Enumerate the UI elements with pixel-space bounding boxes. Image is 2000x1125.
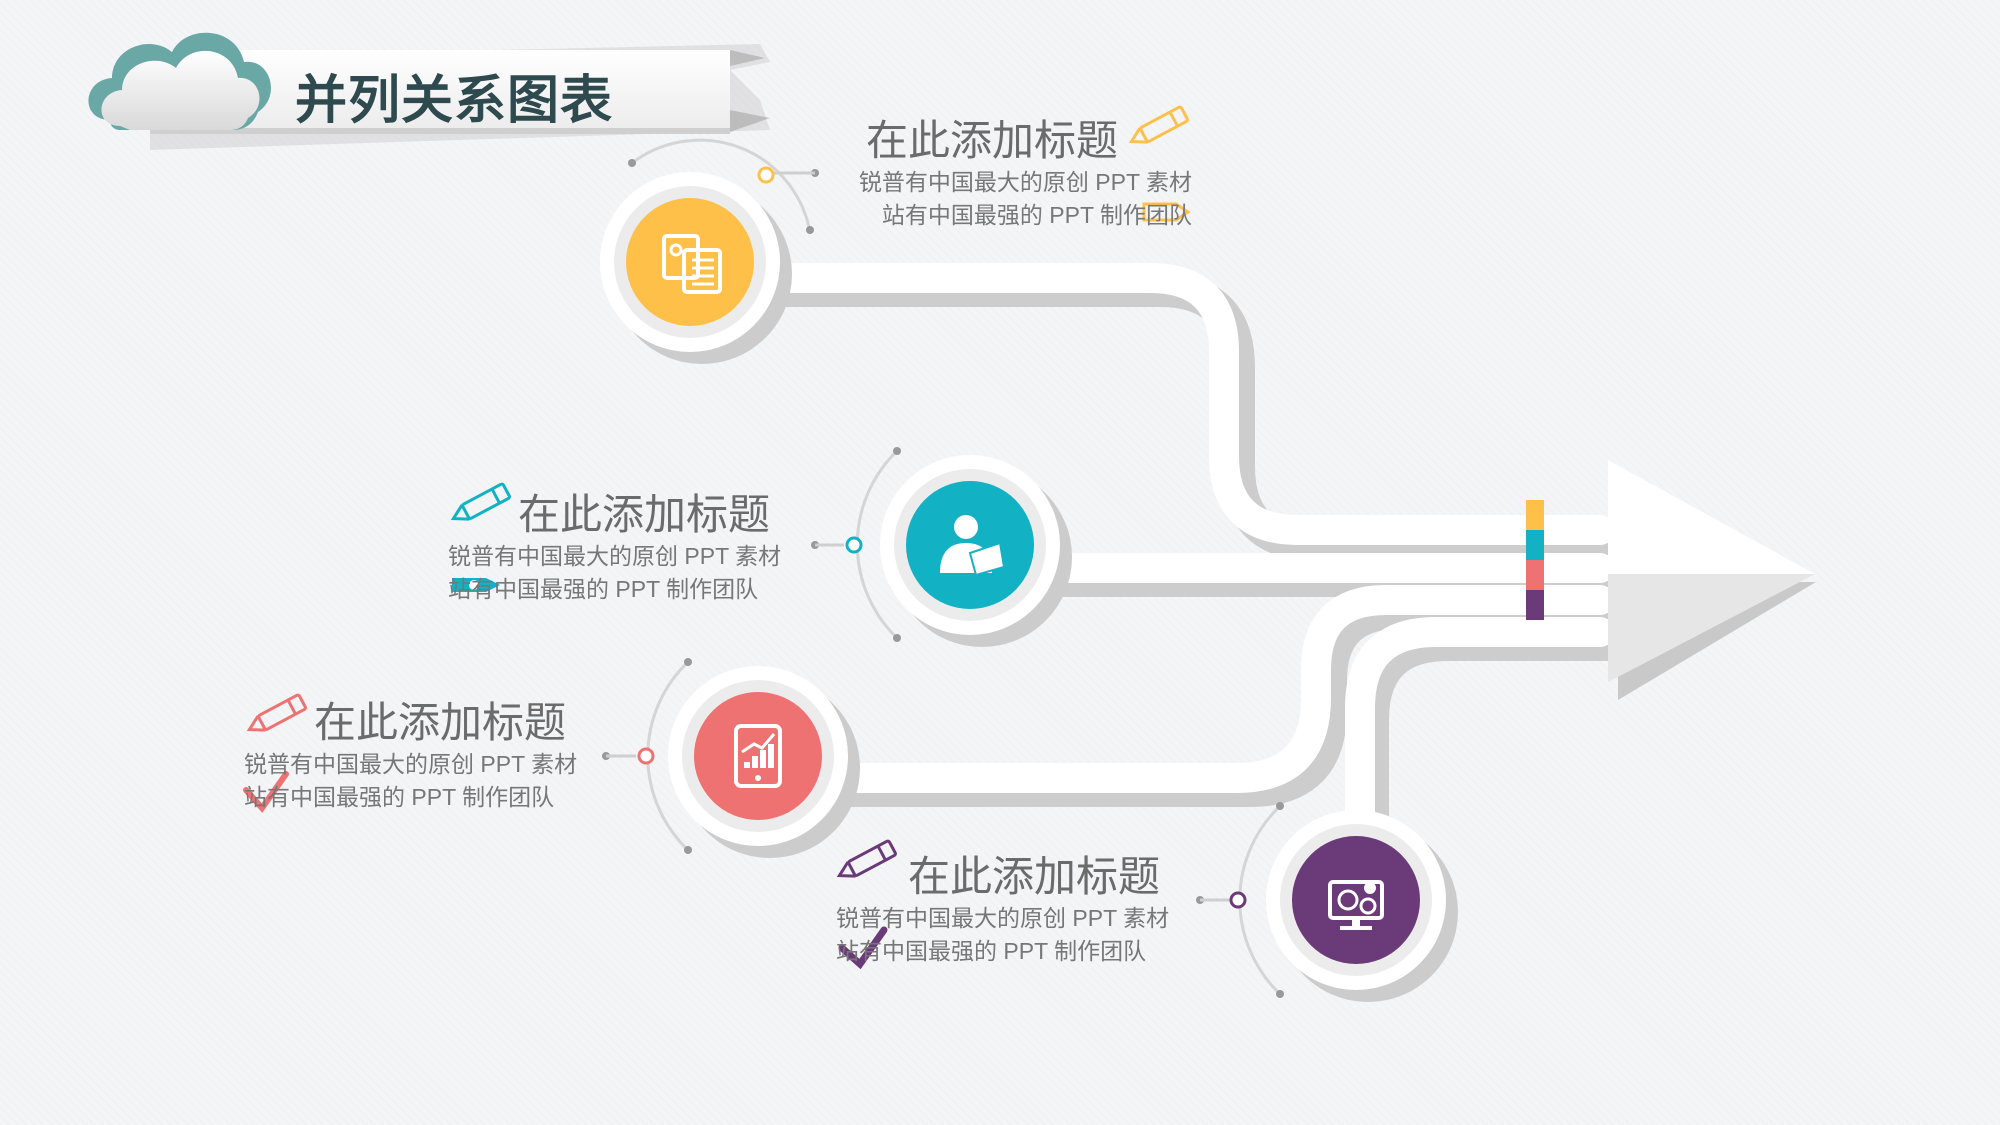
tablet-chart-icon <box>734 724 782 788</box>
item-label-4: 在此添加标题 锐普有中国最大的原创 PPT 素材 站有中国最强的 PPT 制作团… <box>836 852 1206 968</box>
item-title: 在此添加标题 <box>314 699 567 746</box>
arrow-stripe <box>1526 500 1544 530</box>
businessman-icon <box>940 515 1006 577</box>
item-desc-line-2: 站有中国最强的 PPT 制作团队 <box>244 784 555 810</box>
item-desc-line-1: 锐普有中国最大的原创 PPT 素材 <box>858 169 1192 195</box>
node-circle <box>600 172 792 364</box>
node-circle <box>880 455 1072 647</box>
item-desc-line-1: 锐普有中国最大的原创 PPT 素材 <box>244 751 578 777</box>
item-label-3: 在此添加标题 锐普有中国最大的原创 PPT 素材 站有中国最强的 PPT 制作团… <box>244 698 614 814</box>
monitor-dollar-icon <box>1328 880 1384 930</box>
arrow-stripe <box>1526 590 1544 620</box>
connector-paths <box>683 263 1627 885</box>
arrow-stripe <box>1526 530 1544 560</box>
item-label-2: 在此添加标题 锐普有中国最大的原创 PPT 素材 站有中国最强的 PPT 制作团… <box>448 490 818 606</box>
item-desc-line-1: 锐普有中国最大的原创 PPT 素材 <box>836 905 1170 931</box>
decor-ring-dots <box>637 166 1247 909</box>
node-circle <box>668 666 860 858</box>
arrow-stripes <box>1526 500 1544 620</box>
decor-dots <box>602 159 1284 998</box>
item-title: 在此添加标题 <box>908 853 1161 900</box>
page-title: 并列关系图表 <box>295 71 614 131</box>
ring-dot <box>637 747 655 765</box>
item-title: 在此添加标题 <box>518 491 771 538</box>
tag-icon <box>1142 202 1191 222</box>
item-title: 在此添加标题 <box>866 117 1119 164</box>
ring-dot <box>1229 891 1247 909</box>
pencil-icon <box>246 693 307 732</box>
node-circle <box>1266 810 1458 1002</box>
pencil-icon <box>1128 105 1189 144</box>
cloud-icon <box>88 32 271 130</box>
arrow-stripe <box>1526 560 1544 590</box>
item-label-1: 在此添加标题 锐普有中国最大的原创 PPT 素材 站有中国最强的 PPT 制作团… <box>830 116 1192 232</box>
check-icon <box>243 771 289 813</box>
item-desc-line-2: 站有中国最强的 PPT 制作团队 <box>448 576 759 602</box>
ring-dot <box>757 166 775 184</box>
check-icon <box>838 926 888 970</box>
ring-dot <box>845 536 863 554</box>
pencil-icon <box>450 482 511 521</box>
decor-connector-lines <box>606 171 1230 902</box>
pencil-icon <box>836 839 897 878</box>
item-desc-line-2: 站有中国最强的 PPT 制作团队 <box>836 938 1147 964</box>
tag-icon <box>452 578 500 592</box>
documents-icon <box>662 234 722 294</box>
item-desc-line-1: 锐普有中国最大的原创 PPT 素材 <box>448 543 782 569</box>
item-desc-line-2: 站有中国最强的 PPT 制作团队 <box>881 202 1192 228</box>
arrow-head <box>1608 460 1816 700</box>
node-circles <box>600 172 1458 1002</box>
